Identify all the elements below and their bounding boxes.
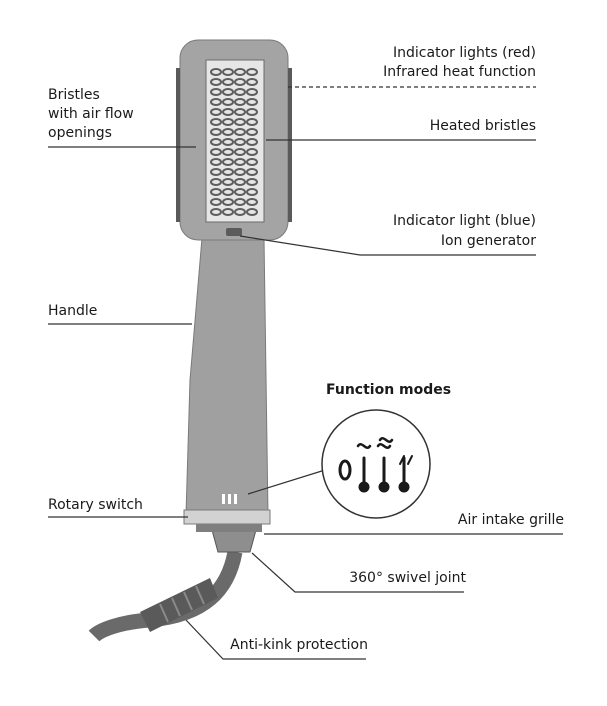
swivel-joint — [211, 529, 257, 553]
rotary-switch-ring — [183, 509, 271, 525]
bristles-label-line3: openings — [48, 125, 112, 141]
bristles-label-line1: Bristles — [48, 87, 100, 103]
handle-label: Handle — [48, 303, 98, 319]
rotary-switch-label: Rotary switch — [48, 497, 143, 513]
function-modes-title: Function modes — [326, 382, 452, 398]
anti-kink-ribs — [159, 585, 205, 623]
function-modes-circle — [321, 409, 431, 519]
ion-indicator-light — [226, 228, 242, 236]
rotary-switch-symbols — [222, 494, 237, 504]
swivel-joint-label: 360° swivel joint — [349, 570, 466, 586]
handle-body — [185, 237, 269, 516]
bristles-label-line2: with air flow — [48, 106, 134, 122]
anti-kink-label: Anti-kink protection — [230, 637, 368, 653]
leader-lines — [48, 86, 563, 660]
indicator-blue-label-line2: Ion generator — [440, 233, 536, 249]
indicator-red-label-line2: Infrared heat function — [383, 64, 536, 80]
bristle-grid — [210, 68, 258, 216]
function-mode-icons — [338, 437, 413, 493]
bristle-fringe — [176, 68, 292, 222]
air-intake-grille-label: Air intake grille — [457, 512, 564, 528]
air-intake-grille — [196, 524, 262, 532]
indicator-red-label-line1: Indicator lights (red) — [393, 45, 536, 61]
indicator-blue-label-line1: Indicator light (blue) — [393, 213, 536, 229]
heated-bristles-label: Heated bristles — [429, 118, 536, 134]
